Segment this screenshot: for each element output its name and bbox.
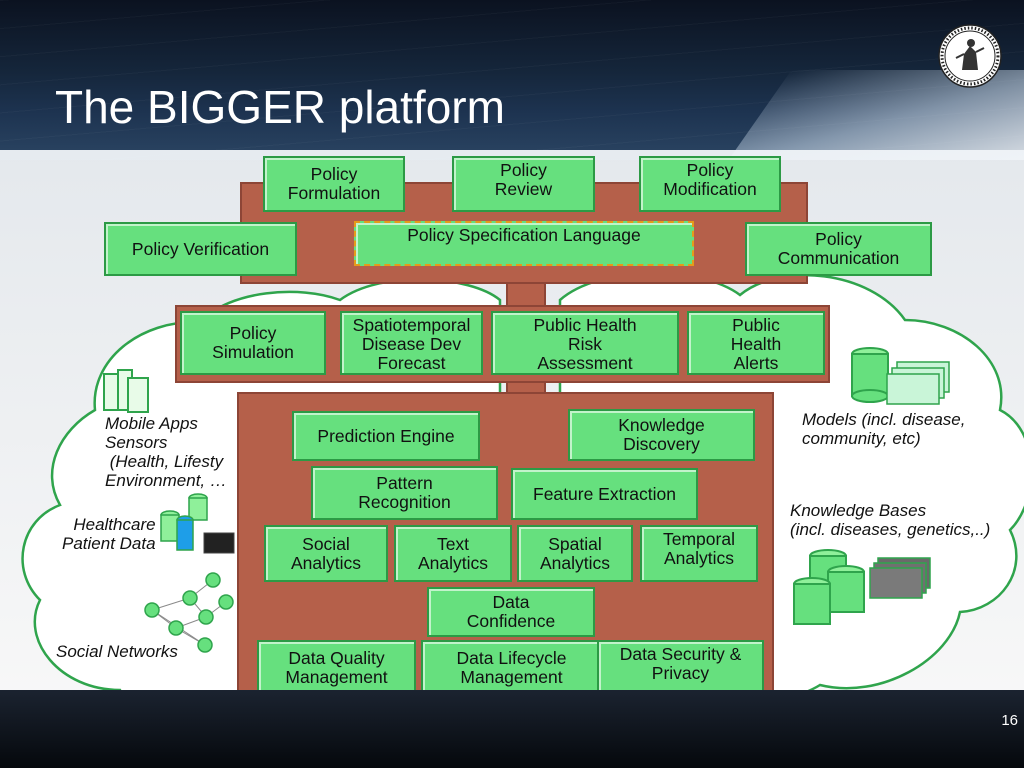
slide-header	[0, 0, 1024, 160]
text-analytics-box: Text Analytics	[394, 525, 512, 582]
knowledge-base-icon	[793, 549, 931, 625]
university-seal-icon	[938, 24, 1002, 88]
data-lifecycle-box: Data Lifecycle Management	[421, 640, 602, 696]
knowledge-bases-label: Knowledge Bases (incl. diseases, genetic…	[790, 501, 991, 539]
pattern-recognition-box: Pattern Recognition	[311, 466, 498, 520]
model-database-icon	[851, 347, 950, 405]
policy-review-box: Policy Review	[452, 156, 595, 212]
policy-specification-language-box: Policy Specification Language	[354, 221, 694, 266]
page-number: 16	[1001, 712, 1018, 729]
knowledge-discovery-box: Knowledge Discovery	[568, 409, 755, 461]
data-confidence-box: Data Confidence	[427, 587, 595, 637]
patient-database-icon	[160, 493, 235, 554]
data-quality-box: Data Quality Management	[257, 640, 416, 696]
spatiotemporal-forecast-box: Spatiotemporal Disease Dev Forecast	[340, 311, 483, 375]
social-network-graph-icon	[144, 572, 234, 653]
policy-verification-box: Policy Verification	[104, 222, 297, 276]
prediction-engine-box: Prediction Engine	[292, 411, 480, 461]
social-networks-label: Social Networks	[56, 642, 178, 661]
policy-communication-box: Policy Communication	[745, 222, 932, 276]
slide-footer	[0, 690, 1024, 768]
feature-extraction-box: Feature Extraction	[511, 468, 698, 520]
policy-simulation-box: Policy Simulation	[180, 311, 326, 375]
data-security-box: Data Security & Privacy	[597, 640, 764, 696]
mobile-devices-icon	[103, 369, 149, 413]
social-analytics-box: Social Analytics	[264, 525, 388, 582]
public-health-alerts-box: Public Health Alerts	[687, 311, 825, 375]
mobile-apps-label: Mobile Apps Sensors (Health, Lifesty Env…	[105, 414, 227, 490]
spatial-analytics-box: Spatial Analytics	[517, 525, 633, 582]
models-label: Models (incl. disease, community, etc)	[802, 410, 966, 448]
healthcare-label: Healthcare Patient Data	[62, 515, 156, 553]
policy-formulation-box: Policy Formulation	[263, 156, 405, 212]
policy-modification-box: Policy Modification	[639, 156, 781, 212]
public-health-risk-box: Public Health Risk Assessment	[491, 311, 679, 375]
temporal-analytics-box: Temporal Analytics	[640, 525, 758, 582]
slide-title: The BIGGER platform	[55, 81, 505, 133]
